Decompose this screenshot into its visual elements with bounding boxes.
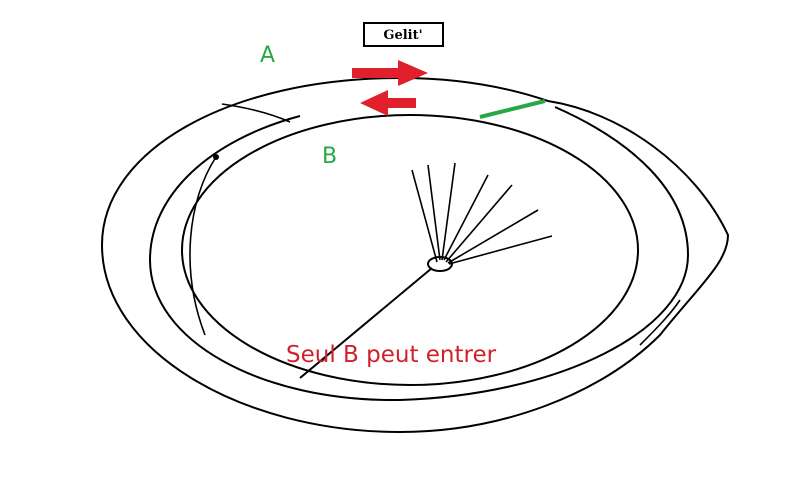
green-line bbox=[479, 99, 546, 119]
label-a: A bbox=[260, 43, 275, 68]
arrow-right bbox=[352, 60, 428, 86]
top-left-connector bbox=[221, 103, 291, 123]
outer-ring bbox=[100, 76, 730, 434]
middle-ring bbox=[148, 106, 690, 402]
handle-line bbox=[299, 267, 433, 379]
top-label-box bbox=[363, 22, 444, 47]
arrow-left bbox=[360, 90, 416, 116]
left-wall-curve bbox=[189, 156, 217, 336]
spokes bbox=[411, 162, 553, 265]
left-wall-dot bbox=[213, 154, 219, 160]
inner-ring bbox=[181, 114, 639, 386]
label-b: B bbox=[322, 144, 337, 169]
top-label-text: Gelit' bbox=[383, 28, 422, 43]
caption-text: Seul B peut entrer bbox=[286, 342, 497, 368]
right-edge-detail bbox=[639, 299, 681, 346]
